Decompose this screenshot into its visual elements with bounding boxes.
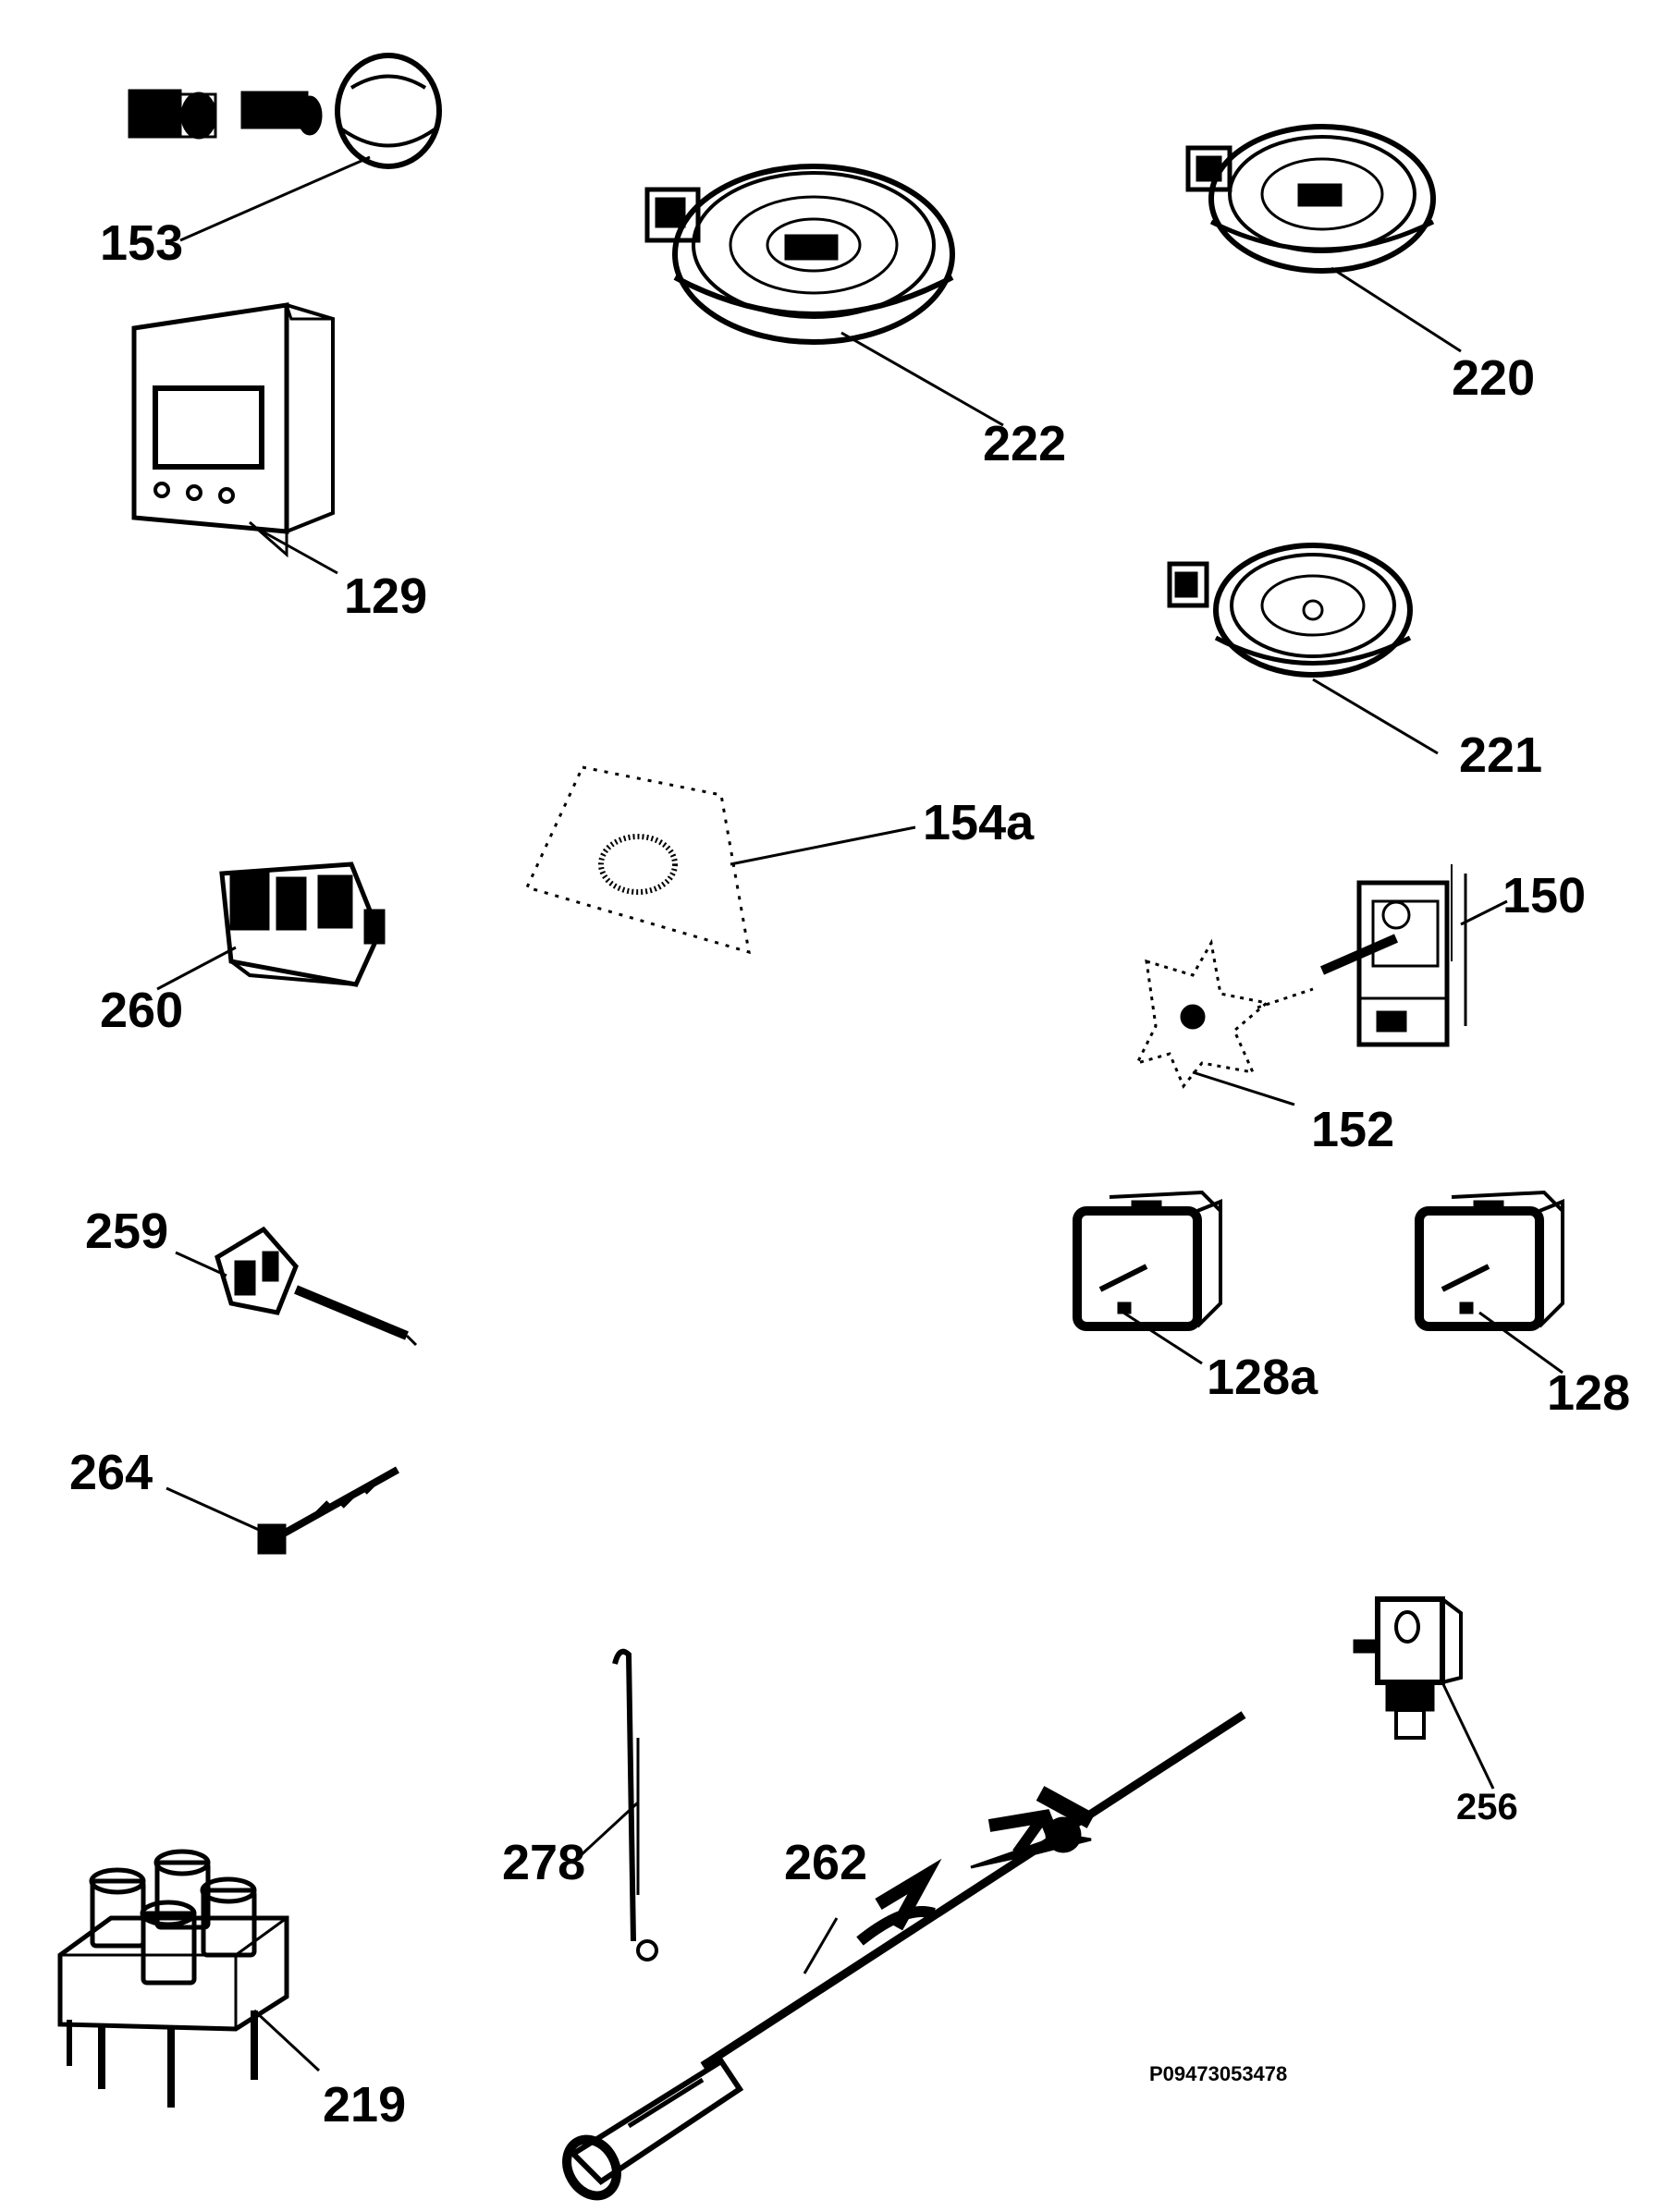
part-label-221: 221	[1459, 727, 1543, 783]
part-154a-fastener-kit	[524, 765, 751, 955]
part-220-hotplate	[1185, 124, 1436, 274]
leader-222	[840, 331, 1004, 427]
part-label-262: 262	[784, 1835, 868, 1890]
leader-153	[179, 155, 371, 242]
leader-256	[1441, 1681, 1495, 1790]
part-label-219: 219	[323, 2077, 407, 2133]
leader-152	[1192, 1070, 1295, 1106]
part-128-energy-regulator	[1415, 1190, 1564, 1331]
part-150-fan-motor	[1319, 864, 1467, 1047]
part-219-terminal-block	[57, 1849, 289, 2108]
drawing-code: P09473053478	[1149, 2062, 1288, 2085]
leader-259	[175, 1251, 227, 1277]
part-label-256: 256	[1456, 1787, 1518, 1827]
part-152-fan-blade	[1134, 938, 1314, 1089]
leader-154a	[730, 825, 916, 866]
part-label-152: 152	[1311, 1102, 1395, 1157]
part-260-switch-block	[219, 862, 386, 987]
part-262-rotisserie-spit	[562, 1711, 1246, 2201]
part-label-264: 264	[69, 1445, 153, 1500]
leader-129	[253, 525, 338, 575]
part-222-large-hotplate	[644, 164, 955, 345]
part-221-hotplate	[1167, 543, 1413, 678]
leader-264	[166, 1486, 260, 1532]
leader-128a	[1122, 1311, 1203, 1365]
part-label-220: 220	[1452, 350, 1536, 406]
part-label-222: 222	[983, 416, 1067, 471]
part-label-129: 129	[344, 568, 428, 624]
part-label-260: 260	[100, 983, 184, 1038]
part-label-128: 128	[1547, 1365, 1631, 1421]
part-278-wire-probe	[612, 1648, 658, 1961]
part-label-278: 278	[502, 1835, 586, 1890]
part-264-connector	[257, 1466, 399, 1555]
part-label-128a: 128a	[1207, 1350, 1318, 1405]
part-label-153: 153	[100, 215, 184, 271]
leader-128	[1478, 1311, 1564, 1375]
leader-278	[576, 1801, 640, 1860]
part-256-switch	[1353, 1596, 1463, 1740]
leader-260	[156, 946, 237, 991]
part-259-thermostat	[215, 1226, 418, 1347]
part-128a-energy-regulator	[1073, 1190, 1222, 1331]
part-label-150: 150	[1502, 868, 1587, 923]
leader-221	[1312, 678, 1439, 755]
part-label-154a: 154a	[923, 795, 1035, 850]
leader-220	[1331, 266, 1462, 353]
part-153-lamp-assembly	[128, 53, 442, 169]
part-129-timer-module	[131, 302, 335, 558]
leader-262	[803, 1917, 839, 1974]
leader-219	[252, 2009, 321, 2072]
part-label-259: 259	[85, 1204, 169, 1259]
leader-150	[1460, 899, 1508, 926]
